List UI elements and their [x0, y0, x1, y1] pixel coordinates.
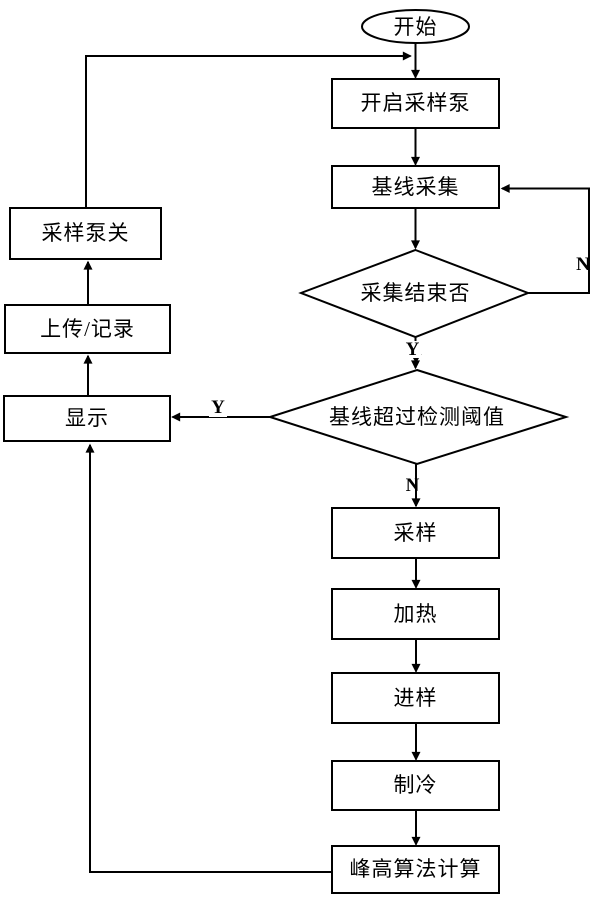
sample-box — [331, 507, 500, 559]
branch-label-collect-done-no: N — [576, 253, 590, 275]
sample-label: 采样 — [393, 520, 438, 545]
peak-calc-box — [331, 845, 500, 894]
upload-record-box — [4, 304, 171, 354]
branch-label-baseline-exceed-yes: Y — [209, 398, 227, 417]
edge-peak-calc-to-display-loop — [85, 443, 332, 873]
peak-calc-label: 峰高算法计算 — [349, 857, 482, 881]
heat-box — [331, 588, 500, 640]
display-box — [3, 395, 171, 442]
baseline-collect-label: 基线采集 — [371, 174, 460, 199]
cool-label: 制冷 — [393, 773, 438, 797]
collect-done-label: 采集结束否 — [360, 280, 471, 305]
upload-record-label: 上传/记录 — [40, 316, 135, 341]
start-terminator-shape — [361, 9, 470, 44]
branch-label-baseline-exceed-no: N — [405, 475, 420, 496]
collect-done-diamond — [298, 248, 531, 339]
baseline-collect-box — [331, 165, 500, 209]
heat-label: 加热 — [393, 601, 438, 626]
inject-box — [331, 672, 500, 724]
edge-pump-off-loop-to-main — [85, 51, 412, 208]
edge-collect-done-no-loop — [500, 184, 590, 294]
pump-off-label: 采样泵关 — [41, 221, 130, 245]
branch-label-collect-done-yes: Y — [404, 339, 421, 360]
pump-off-box — [9, 207, 162, 260]
start-label: 开始 — [393, 14, 438, 39]
inject-label: 进样 — [393, 685, 438, 710]
open-pump-box — [331, 78, 500, 129]
baseline-exceed-label: 基线超过检测阈值 — [329, 404, 505, 429]
cool-box — [331, 760, 500, 811]
baseline-exceed-diamond — [266, 368, 570, 466]
open-pump-label: 开启采样泵 — [360, 91, 471, 115]
display-label: 显示 — [65, 406, 109, 430]
